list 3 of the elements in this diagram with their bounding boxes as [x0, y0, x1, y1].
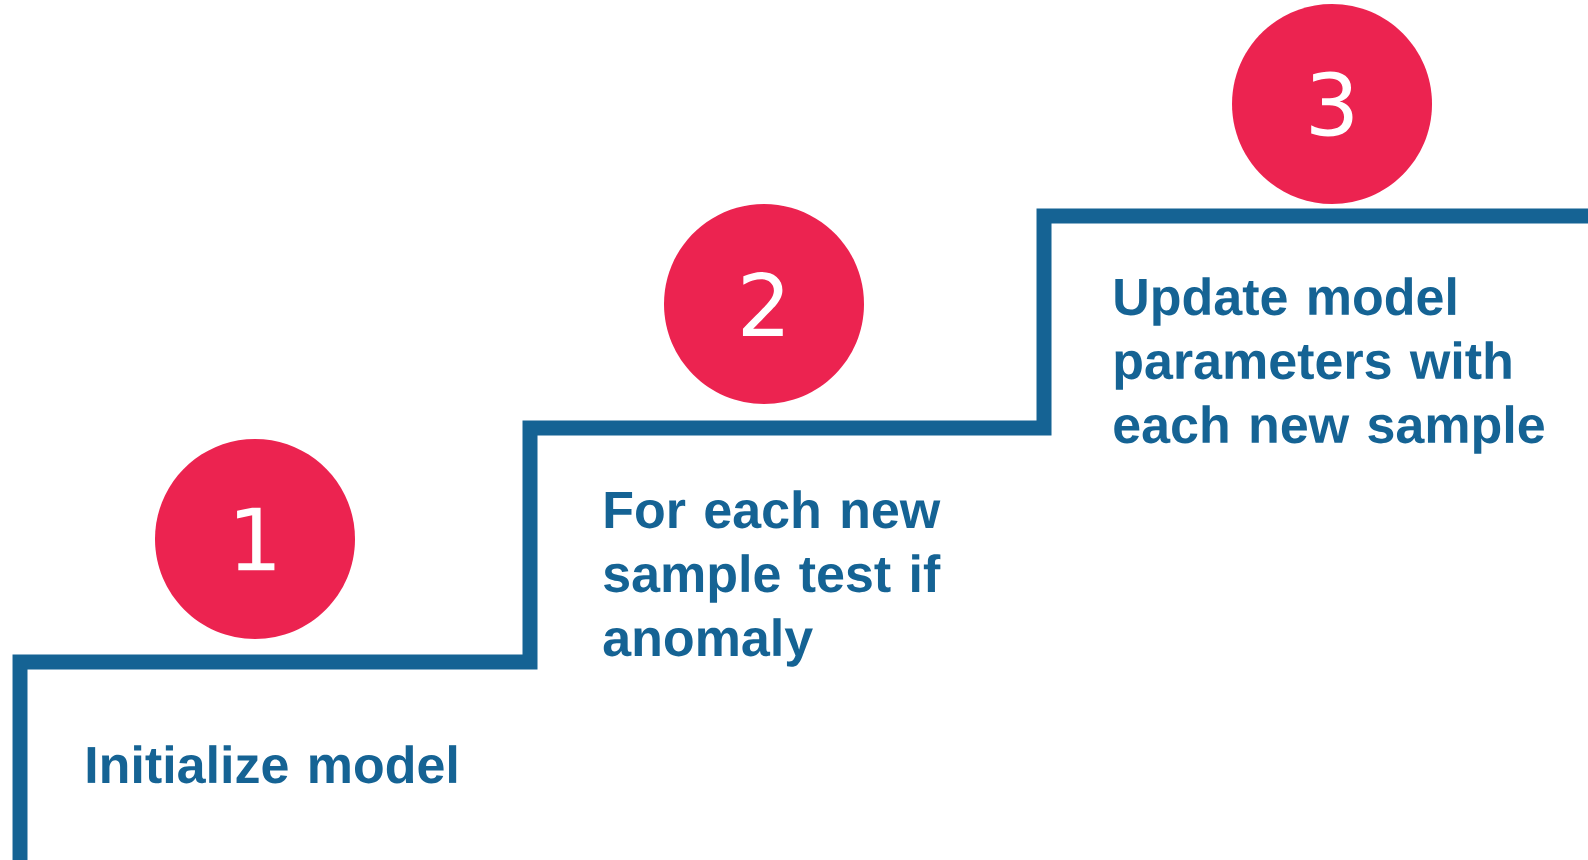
step-description: Update model parameters with each new sample [1114, 277, 1544, 454]
step-description: For each new sample test if anomaly [603, 490, 941, 667]
step-description: Initialize model [87, 745, 457, 784]
